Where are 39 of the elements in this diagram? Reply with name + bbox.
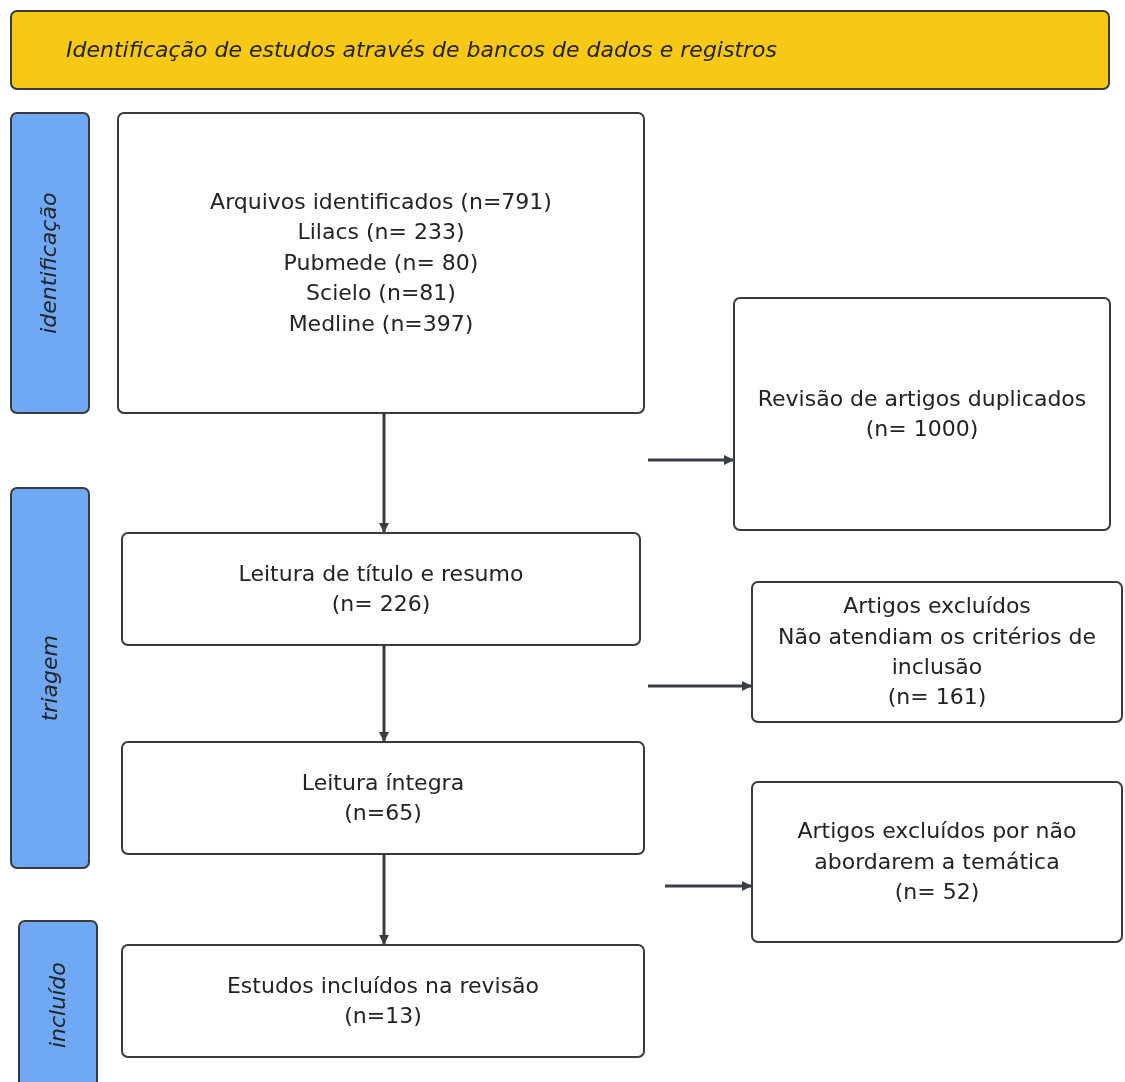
- box-text: (n=13): [344, 1002, 422, 1030]
- process-box: [117, 112, 645, 414]
- title-banner: [10, 10, 1110, 90]
- box-text: (n= 52): [894, 878, 980, 907]
- arrow: [648, 681, 752, 691]
- box-text: (n=65): [344, 799, 422, 827]
- arrow: [379, 646, 389, 742]
- phase-label: [10, 487, 90, 869]
- title-text: Identificação de estudos através de bancos de dados e registros: [66, 35, 778, 64]
- arrow: [665, 881, 752, 891]
- process-box: [121, 741, 645, 855]
- box-text: Estudos incluídos na revisão: [226, 971, 540, 1000]
- phase-text: incluído: [43, 962, 71, 1048]
- box-text: Artigos excluídos: [843, 592, 1031, 621]
- process-box: [751, 781, 1123, 943]
- box-text: Arquivos identificados (n=791): [210, 188, 552, 217]
- arrow: [648, 455, 734, 465]
- phase-label: [10, 112, 90, 414]
- process-box: [733, 297, 1111, 531]
- box-text: Artigos excluídos por não abordarem a temática: [796, 817, 1078, 876]
- process-box: [751, 581, 1123, 723]
- box-text: Scielo (n=81): [306, 279, 456, 308]
- box-text: Revisão de artigos duplicados: [757, 384, 1087, 413]
- box-text: Não atendiam os critérios de inclusão: [777, 622, 1097, 681]
- box-text: Leitura íntegra: [301, 768, 465, 797]
- phase-text: triagem: [35, 634, 63, 722]
- phase-text: identificação: [35, 192, 63, 334]
- box-text: Leitura de título e resumo: [238, 559, 524, 588]
- box-text: (n= 226): [331, 590, 431, 618]
- box-text: Medline (n=397): [288, 309, 474, 338]
- process-box: [121, 944, 645, 1058]
- phase-label: [18, 920, 98, 1082]
- process-box: [121, 532, 641, 646]
- box-text: (n= 161): [887, 683, 987, 712]
- box-text: Lilacs (n= 233): [297, 218, 465, 247]
- arrow: [379, 414, 389, 533]
- box-text: (n= 1000): [865, 415, 979, 443]
- arrow: [379, 855, 389, 945]
- box-text: Pubmede (n= 80): [283, 248, 479, 277]
